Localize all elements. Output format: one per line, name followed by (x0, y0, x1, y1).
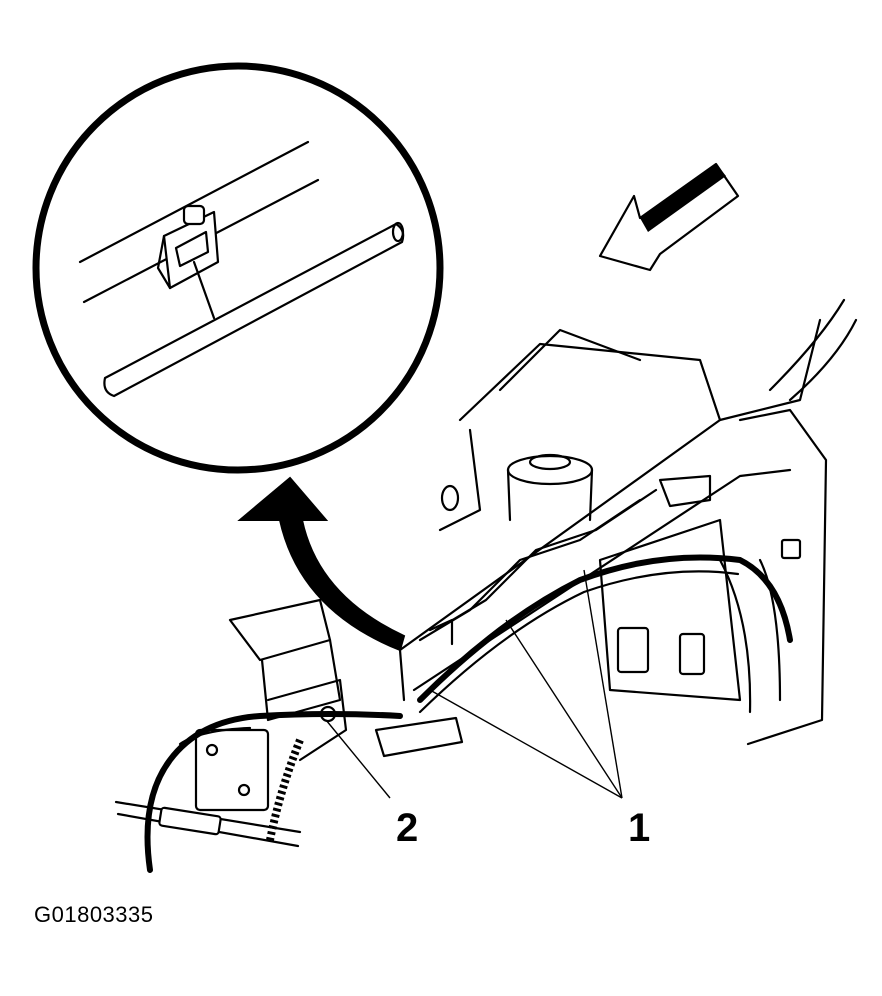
callout-label-2: 2 (396, 806, 419, 850)
brake-lines (417, 488, 793, 714)
detail-magnifier-circle (32, 62, 444, 474)
wiring-harness (114, 711, 403, 873)
forward-direction-arrow (598, 162, 740, 272)
callout-leader-lines (325, 569, 623, 799)
figure-id-label: G01803335 (34, 902, 154, 927)
detail-pointer-arrow (237, 476, 406, 652)
callout-label-1: 1 (628, 806, 651, 850)
vehicle-body-structure (194, 298, 858, 812)
